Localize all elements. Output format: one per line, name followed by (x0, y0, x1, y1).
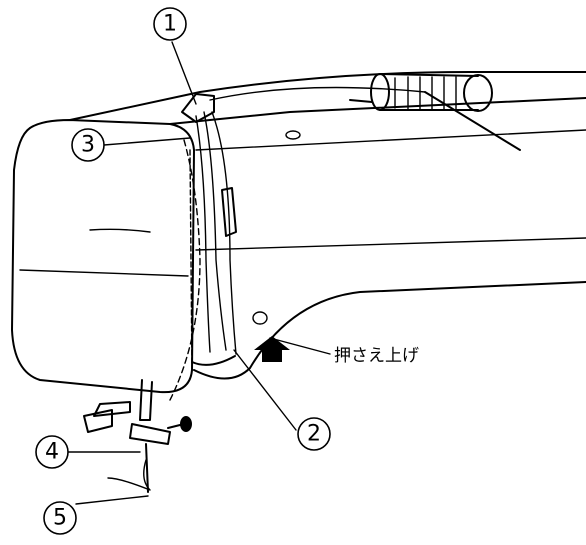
callout-4-text: 4 (45, 440, 59, 465)
presser-lift-label: 押さえ上げ (334, 346, 419, 366)
thread-path (83, 86, 426, 493)
callout-5: 5 (43, 501, 77, 535)
machine-head (11, 71, 586, 394)
callout-3: 3 (71, 128, 105, 162)
presser-lift-arrow (254, 336, 331, 362)
thread-guide-top (181, 93, 215, 123)
callout-1-text: 1 (163, 12, 177, 37)
callout-2-text: 2 (307, 422, 321, 447)
leader-lines (65, 41, 297, 505)
callout-5-text: 5 (53, 506, 67, 531)
callout-2: 2 (297, 417, 331, 451)
callout-3-text: 3 (81, 133, 95, 158)
spool (349, 73, 521, 151)
callout-4: 4 (35, 435, 69, 469)
callout-1: 1 (153, 7, 187, 41)
